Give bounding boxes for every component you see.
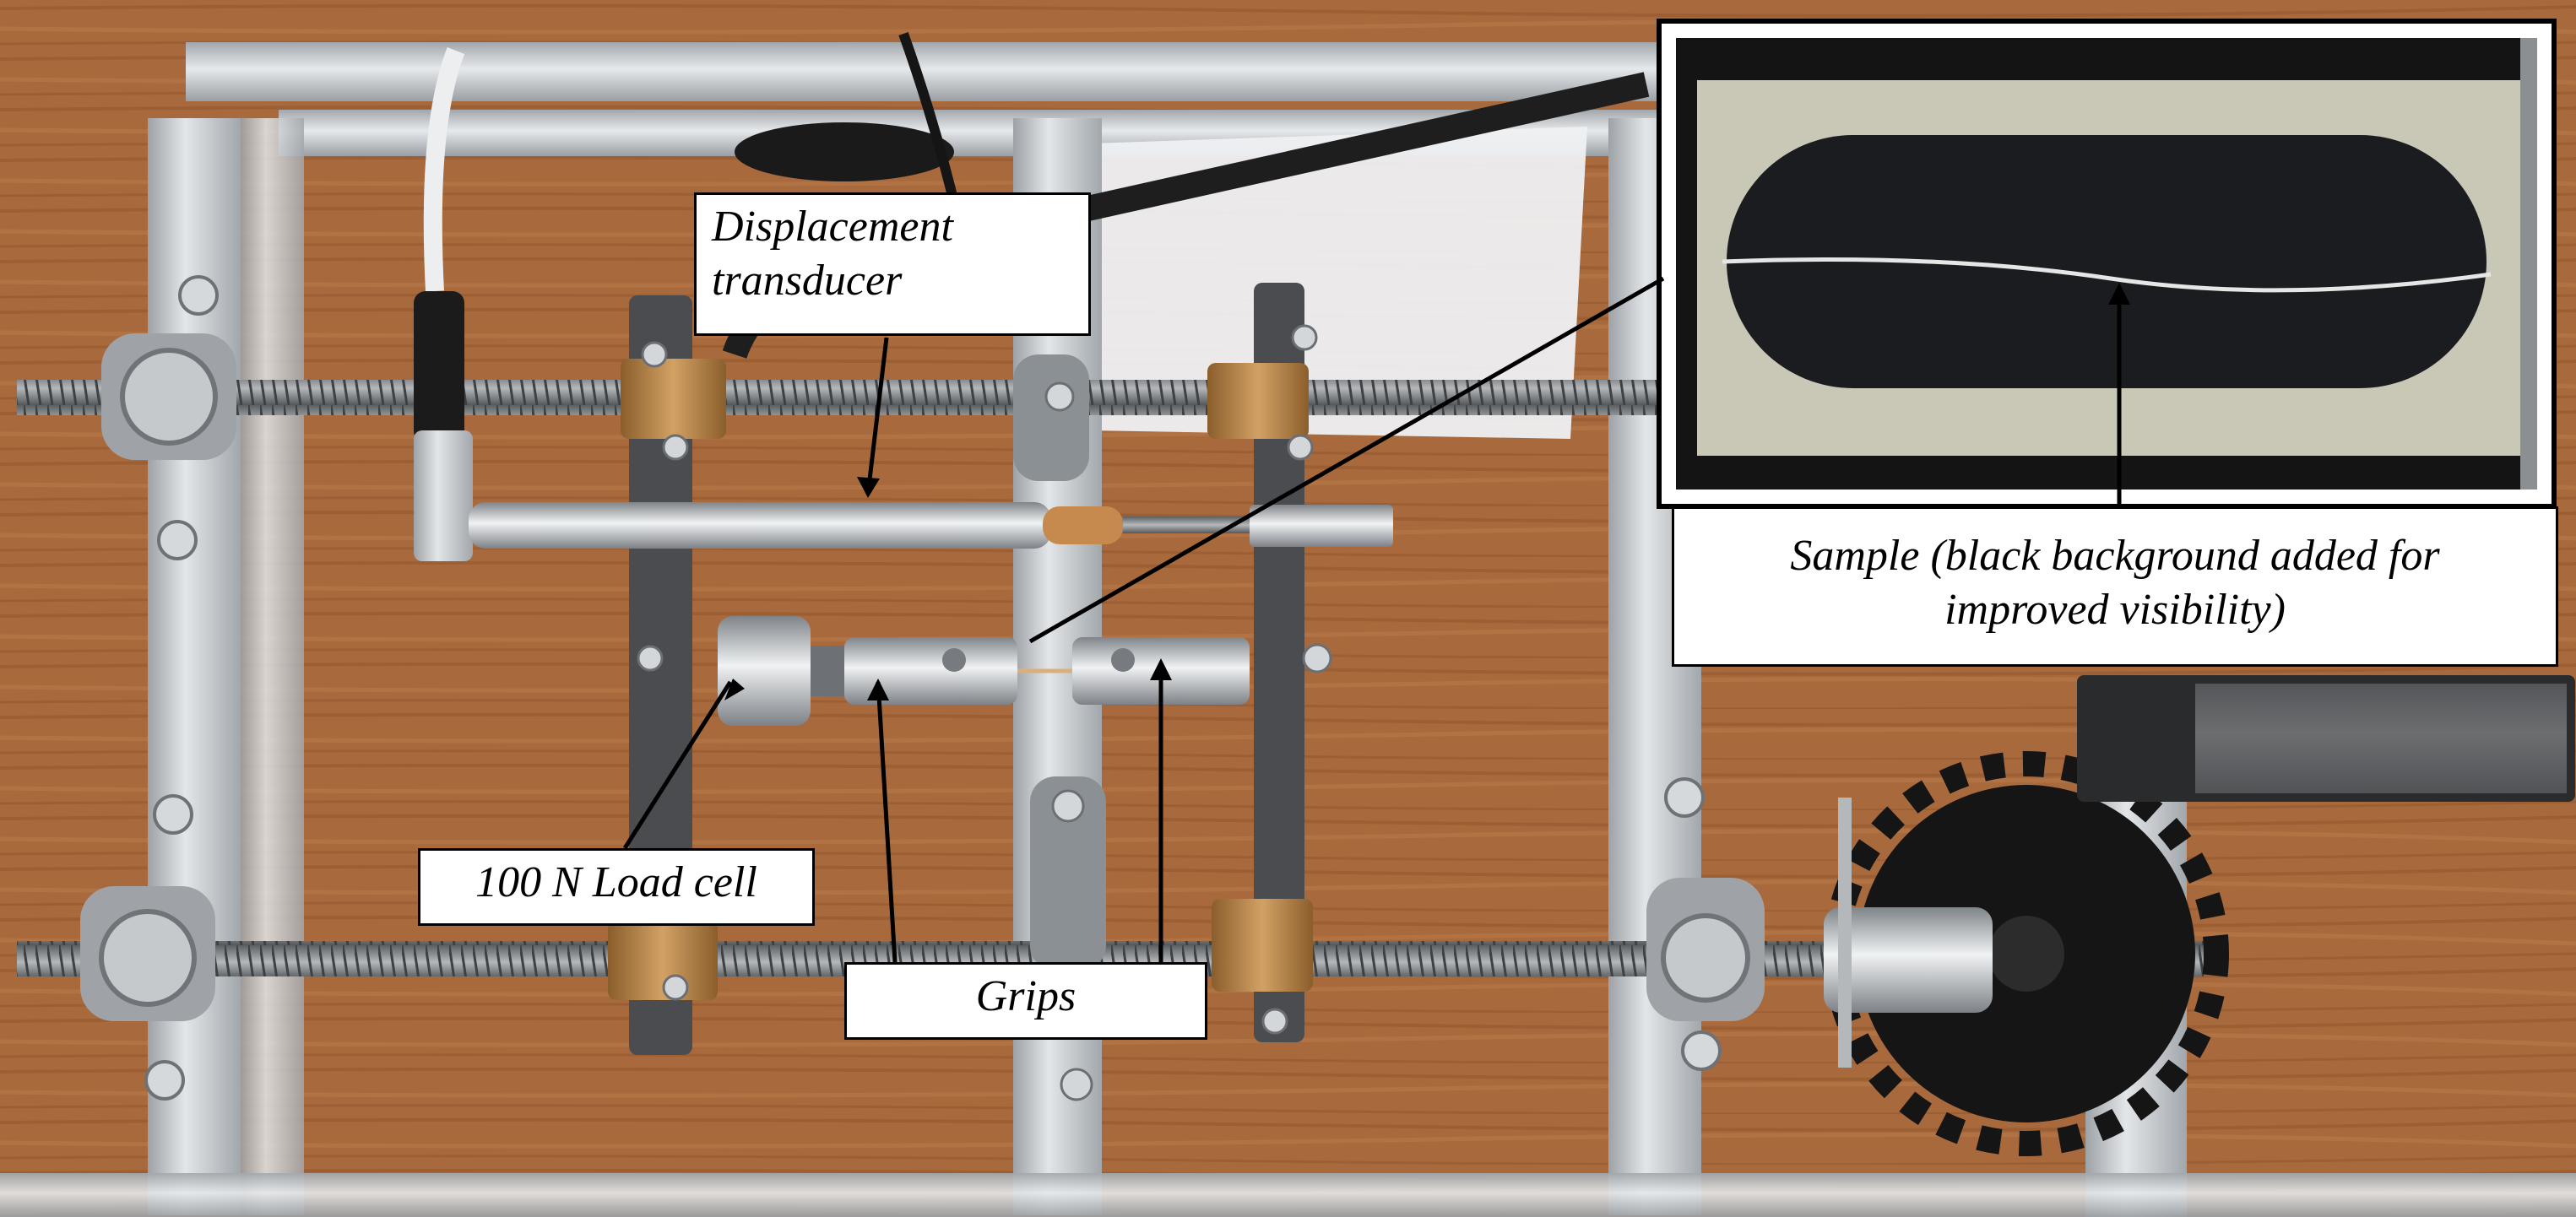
label-displacement-transducer: Displacement transducer — [694, 192, 1091, 336]
label-displacement-line2: transducer — [712, 257, 903, 305]
transducer-connector — [414, 291, 464, 443]
transducer-tip — [1043, 506, 1123, 544]
label-grips: Grips — [844, 962, 1207, 1040]
brass-nut-upper-left — [621, 359, 726, 439]
label-load-cell-text: 100 N Load cell — [475, 858, 757, 906]
bottom-frame-bar — [0, 1173, 2576, 1217]
white-cable — [423, 47, 465, 292]
drive-gear — [1824, 751, 2229, 1156]
middle-block-lower — [1030, 776, 1106, 971]
label-displacement-line1: Displacement — [712, 203, 953, 251]
bearing-upper-left — [101, 275, 236, 560]
cable-coil — [735, 122, 954, 181]
annotation-leaders — [622, 276, 2122, 963]
middle-block-upper — [1013, 354, 1089, 481]
grip-left — [844, 637, 1017, 705]
paper-sheet — [1089, 127, 1587, 439]
bearing-lower-right — [1646, 777, 1765, 1071]
upper-threaded-rod — [17, 380, 1697, 415]
brass-nut-lower-right — [1212, 899, 1313, 992]
sample-fiber — [1722, 257, 2492, 293]
sample-inset — [1657, 19, 2557, 509]
displacement-transducer — [469, 502, 1051, 549]
top-frame-bar — [186, 42, 1697, 101]
long-bolt — [1250, 505, 1393, 547]
right-crosshead-plate — [1254, 283, 1304, 1042]
load-cell — [718, 616, 811, 726]
bearing-lower-left — [80, 794, 215, 1101]
label-sample-line1: Sample (black background added for — [1790, 532, 2440, 580]
brass-nut-lower-left — [608, 920, 718, 1000]
label-load-cell: 100 N Load cell — [418, 848, 815, 926]
label-grips-text: Grips — [975, 972, 1076, 1020]
label-sample: Sample (black background added for impro… — [1672, 506, 2558, 667]
brass-nut-upper-right — [1207, 363, 1309, 439]
sample-window — [1727, 135, 2487, 388]
shaft-coupler — [1824, 907, 1993, 1013]
label-sample-line2: improved visibility) — [1944, 586, 2286, 634]
